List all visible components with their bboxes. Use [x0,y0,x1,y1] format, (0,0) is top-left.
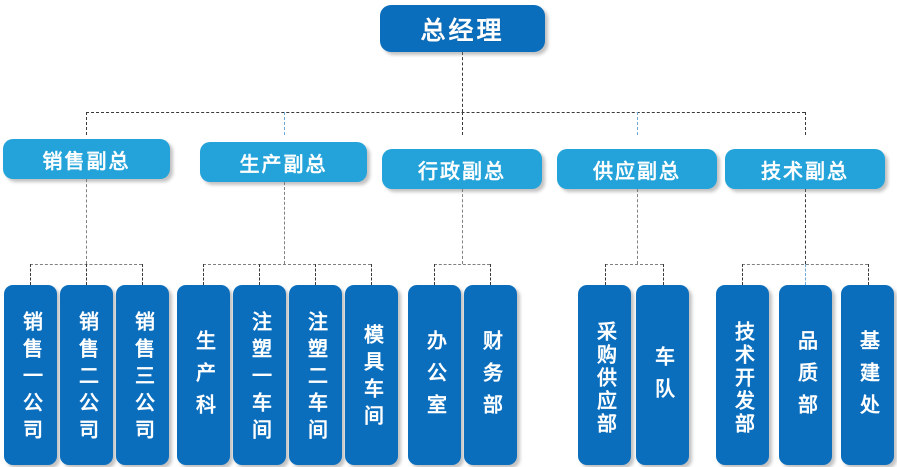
org-node-dept-production-section[interactable]: 生产科 [177,285,230,465]
connector-drop-vp-5 [805,112,806,135]
org-node-vp-technology[interactable]: 技术副总 [725,149,885,189]
org-node-vp-production[interactable]: 生产副总 [200,142,367,182]
org-node-vp-sales[interactable]: 销售副总 [3,139,170,179]
org-node-dept-technology-development[interactable]: 技术开发部 [716,285,769,465]
connector-drop-vp-4 [637,112,638,135]
connector-drop-production-2 [259,264,260,285]
connector-drop-production-4 [371,264,372,285]
connector-drop-technology-2 [805,264,806,285]
org-node-dept-purchasing-supply[interactable]: 采购供应部 [578,285,631,465]
connector-bus-administration [434,264,490,265]
connector-drop-technology-1 [742,264,743,285]
connector-drop-vp-1 [86,112,87,135]
org-node-dept-sales-company-1[interactable]: 销售一公司 [4,285,57,465]
connector-drop-administration-1 [434,264,435,285]
connector-drop-supply-1 [605,264,606,285]
org-node-root[interactable]: 总经理 [380,5,545,52]
org-node-dept-injection-workshop-2[interactable]: 注塑二车间 [289,285,342,465]
connector-drop-supply-2 [663,264,664,285]
connector-bus-supply [605,264,663,265]
connector-drop-production-3 [315,264,316,285]
connector-root-stem [462,52,463,112]
connector-stem-sales [86,179,87,264]
connector-drop-sales-3 [142,264,143,285]
org-node-dept-mold-workshop[interactable]: 模具车间 [345,285,398,465]
org-node-vp-supply[interactable]: 供应副总 [557,149,717,189]
org-node-dept-sales-company-2[interactable]: 销售二公司 [60,285,113,465]
connector-drop-vp-2 [284,112,285,135]
org-node-dept-sales-company-3[interactable]: 销售三公司 [116,285,169,465]
connector-stem-technology [805,189,806,264]
connector-stem-production [284,182,285,264]
org-node-dept-fleet[interactable]: 车队 [636,285,689,465]
org-node-dept-finance[interactable]: 财务部 [464,285,517,465]
org-node-dept-office[interactable]: 办公室 [408,285,461,465]
connector-level2-bus [86,112,805,113]
connector-bus-production [203,264,371,265]
org-node-dept-infrastructure[interactable]: 基建处 [841,285,894,465]
connector-drop-sales-1 [30,264,31,285]
connector-drop-administration-2 [490,264,491,285]
connector-stem-administration [462,189,463,264]
org-node-dept-injection-workshop-1[interactable]: 注塑一车间 [233,285,286,465]
org-node-vp-administration[interactable]: 行政副总 [382,149,542,189]
connector-drop-sales-2 [86,264,87,285]
connector-drop-production-1 [203,264,204,285]
connector-drop-technology-3 [868,264,869,285]
org-node-dept-quality[interactable]: 品质部 [779,285,832,465]
connector-stem-supply [637,189,638,264]
connector-drop-vp-3 [462,112,463,135]
